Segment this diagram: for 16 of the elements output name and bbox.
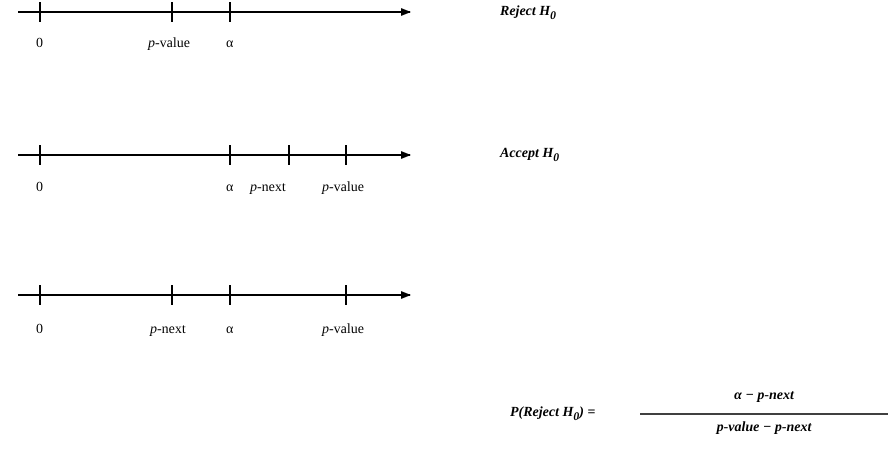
tick-label: p-value <box>322 322 364 338</box>
tick-label: α <box>226 180 234 196</box>
tick-label: p-next <box>150 322 186 338</box>
tick-label: 0 <box>36 36 43 52</box>
denominator-text: p-value − p-next <box>714 420 813 436</box>
numerator-text: α − p-next <box>733 388 796 404</box>
tick-label: α <box>226 36 234 52</box>
tick-label: p-next <box>250 180 286 196</box>
formula-text: P(Reject H$_{0}$) = <box>510 405 596 425</box>
tick-label: 0 <box>36 180 43 196</box>
outcome-label: Accept H$_{0}$ <box>500 146 560 166</box>
tick-label: 0 <box>36 322 43 338</box>
tick-label: p-value <box>322 180 364 196</box>
tick-label: p-value <box>148 36 190 52</box>
outcome-label: Reject H$_{0}$ <box>500 4 556 24</box>
tick-label: α <box>226 322 234 338</box>
